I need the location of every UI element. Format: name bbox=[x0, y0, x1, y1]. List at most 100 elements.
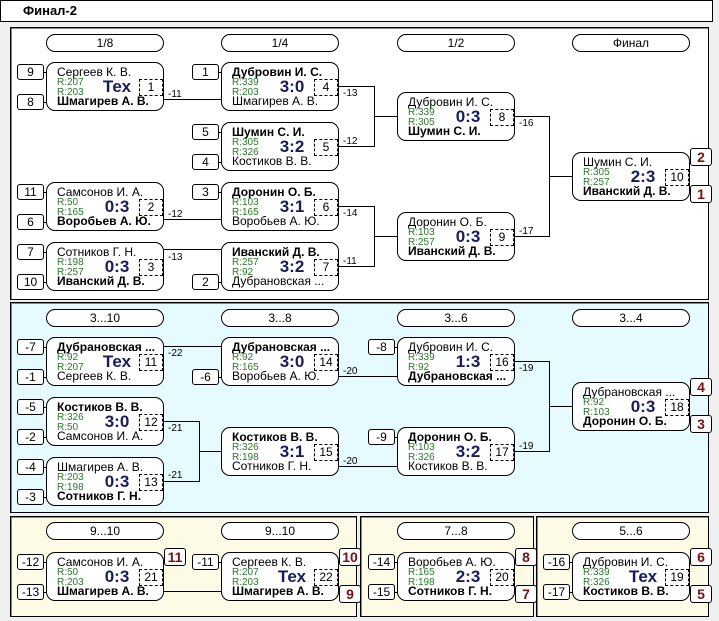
seed-box: -16 bbox=[543, 554, 576, 570]
player-1-rating: R:339 bbox=[232, 77, 259, 88]
player-1-name: Дубрановская ... bbox=[232, 340, 331, 354]
loser-destination: -16 bbox=[519, 118, 534, 129]
match-number: 2 bbox=[139, 199, 163, 216]
round-header: 1/2 bbox=[397, 34, 515, 52]
match-score: 1:3 bbox=[455, 352, 481, 371]
match-score: 2:3 bbox=[630, 167, 656, 186]
bracket-line bbox=[164, 421, 199, 422]
player-1-rating: R:50 bbox=[57, 197, 79, 208]
player-2-name: Сотников Г. Н. bbox=[57, 489, 142, 503]
match-score: Тех bbox=[102, 77, 132, 96]
player-2-rating: R:326 bbox=[583, 577, 610, 588]
seed-box: 11 bbox=[17, 184, 50, 200]
place-badge: 1 bbox=[690, 185, 712, 203]
player-1-rating: R:103 bbox=[232, 197, 259, 208]
seed-box: 6 bbox=[17, 214, 50, 230]
seed-box: 5 bbox=[192, 124, 225, 140]
place-badge: 2 bbox=[690, 148, 712, 166]
seed-box: -12 bbox=[17, 554, 50, 570]
seed-box: -4 bbox=[17, 459, 50, 475]
bracket-line bbox=[339, 146, 374, 147]
player-1-rating: R:326 bbox=[57, 412, 84, 423]
bracket-line bbox=[339, 266, 374, 267]
match-number: 20 bbox=[490, 569, 514, 586]
match-score: Тех bbox=[102, 352, 132, 371]
bracket-line bbox=[164, 99, 221, 100]
match-score: 3:0 bbox=[279, 352, 305, 371]
match-number: 19 bbox=[665, 569, 689, 586]
match-number: 6 bbox=[314, 199, 338, 216]
match-number: 1 bbox=[139, 79, 163, 96]
match-number: 11 bbox=[139, 354, 163, 371]
player-1-name: Самсонов И. А. bbox=[57, 185, 144, 199]
loser-destination: -12 bbox=[343, 136, 358, 147]
bracket-line bbox=[515, 116, 549, 117]
player-1-rating: R:207 bbox=[232, 567, 259, 578]
round-header: 3...4 bbox=[572, 309, 690, 327]
player-1-name: Дубровин И. С. bbox=[408, 95, 494, 109]
player-2-rating: R:198 bbox=[232, 452, 259, 463]
match-score: Тех bbox=[277, 567, 307, 586]
match-score: Тех bbox=[628, 567, 658, 586]
seed-box: 3 bbox=[192, 184, 225, 200]
match-number: 16 bbox=[490, 354, 514, 371]
loser-destination: -19 bbox=[519, 441, 534, 452]
round-header: 1/4 bbox=[221, 34, 339, 52]
place-badge: 4 bbox=[690, 378, 712, 396]
player-2-rating: R:92 bbox=[408, 362, 430, 373]
place-badge: 11 bbox=[164, 548, 186, 566]
bracket-line bbox=[339, 86, 374, 87]
loser-destination: -19 bbox=[519, 363, 534, 374]
bracket-line bbox=[164, 346, 221, 347]
seed-box: 8 bbox=[17, 94, 50, 110]
loser-destination: -11 bbox=[343, 256, 357, 267]
match-score: 3:2 bbox=[279, 257, 305, 276]
player-1-rating: R:92 bbox=[57, 352, 79, 363]
player-2-name: Дубрановская ... bbox=[232, 274, 325, 288]
match-number: 4 bbox=[314, 79, 338, 96]
match-number: 18 bbox=[665, 399, 689, 416]
bracket-line bbox=[515, 236, 549, 237]
seed-box: -7 bbox=[17, 339, 50, 355]
seed-box: -11 bbox=[192, 554, 225, 570]
player-2-name: Костиков В. В. bbox=[583, 584, 669, 598]
round-header: 5...6 bbox=[572, 522, 690, 540]
player-2-rating: R:203 bbox=[232, 577, 259, 588]
player-2-rating: R:50 bbox=[57, 422, 79, 433]
loser-destination: -22 bbox=[168, 348, 183, 359]
player-2-rating: R:198 bbox=[57, 482, 84, 493]
bracket-line bbox=[339, 376, 397, 377]
bracket-line bbox=[164, 481, 199, 482]
match-number: 7 bbox=[314, 259, 338, 276]
loser-destination: -17 bbox=[519, 226, 534, 237]
seed-box: -2 bbox=[17, 429, 50, 445]
player-2-rating: R:165 bbox=[232, 207, 259, 218]
player-1-rating: R:103 bbox=[408, 442, 435, 453]
player-1-rating: R:203 bbox=[57, 472, 84, 483]
round-header: 9...10 bbox=[221, 522, 339, 540]
bracket-line bbox=[374, 116, 397, 117]
bracket-line bbox=[515, 361, 549, 362]
